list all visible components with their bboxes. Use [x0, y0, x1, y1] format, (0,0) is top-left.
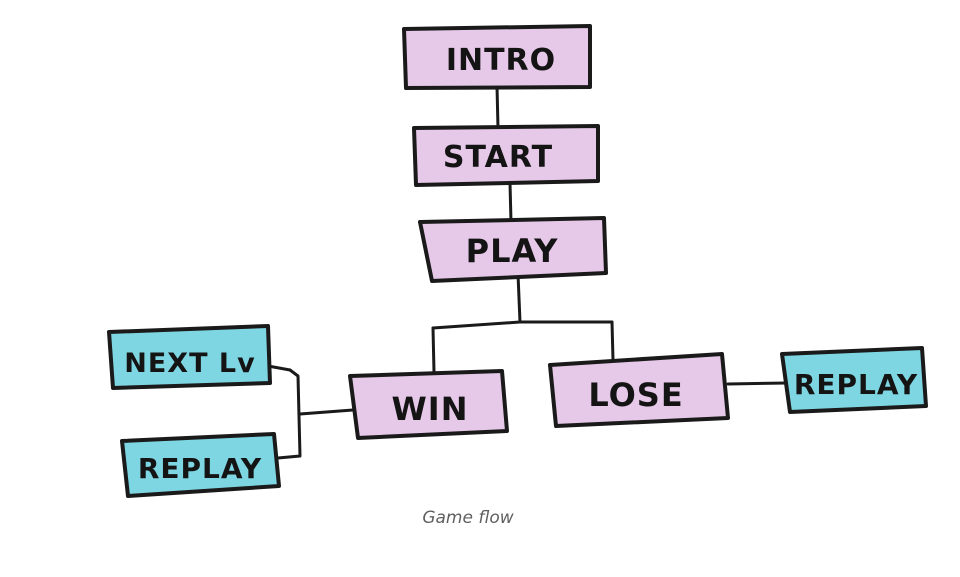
node-next-level: NEXT Lv	[107, 324, 272, 390]
node-win-label: WIN	[392, 390, 469, 428]
outcome-boxes: NEXT Lv REPLAY REPLAY	[107, 324, 928, 498]
connector-win-split	[298, 408, 355, 416]
node-replay-lose: REPLAY	[780, 346, 928, 414]
node-start-label: START	[443, 140, 553, 175]
node-next-level-label: NEXT Lv	[124, 348, 255, 379]
connector-play-branch	[516, 272, 522, 324]
node-win: WIN	[348, 369, 509, 440]
connector-branch-lose	[610, 320, 615, 362]
node-replay-lose-label: REPLAY	[794, 368, 918, 401]
connector-lose-replay	[726, 381, 789, 386]
connector-branch-win	[431, 326, 436, 374]
connector-split-next	[266, 364, 292, 372]
connector-split-vertical	[276, 368, 302, 460]
connector-branch-horizontal	[431, 320, 614, 330]
node-start: START	[412, 124, 600, 187]
connector-intro-start	[495, 84, 500, 130]
flow-boxes: INTRO START PLAY WIN LOSE	[348, 24, 730, 440]
node-lose: LOSE	[548, 352, 730, 428]
node-replay-win-label: REPLAY	[138, 452, 262, 485]
connectors	[266, 84, 789, 460]
node-intro: INTRO	[402, 24, 592, 90]
node-play-label: PLAY	[466, 232, 559, 270]
node-lose-label: LOSE	[588, 376, 683, 414]
node-replay-win: REPLAY	[120, 432, 281, 498]
figure-caption: Game flow	[422, 508, 514, 528]
connector-start-play	[508, 181, 513, 224]
node-play: PLAY	[418, 216, 608, 283]
node-intro-label: INTRO	[446, 43, 556, 78]
